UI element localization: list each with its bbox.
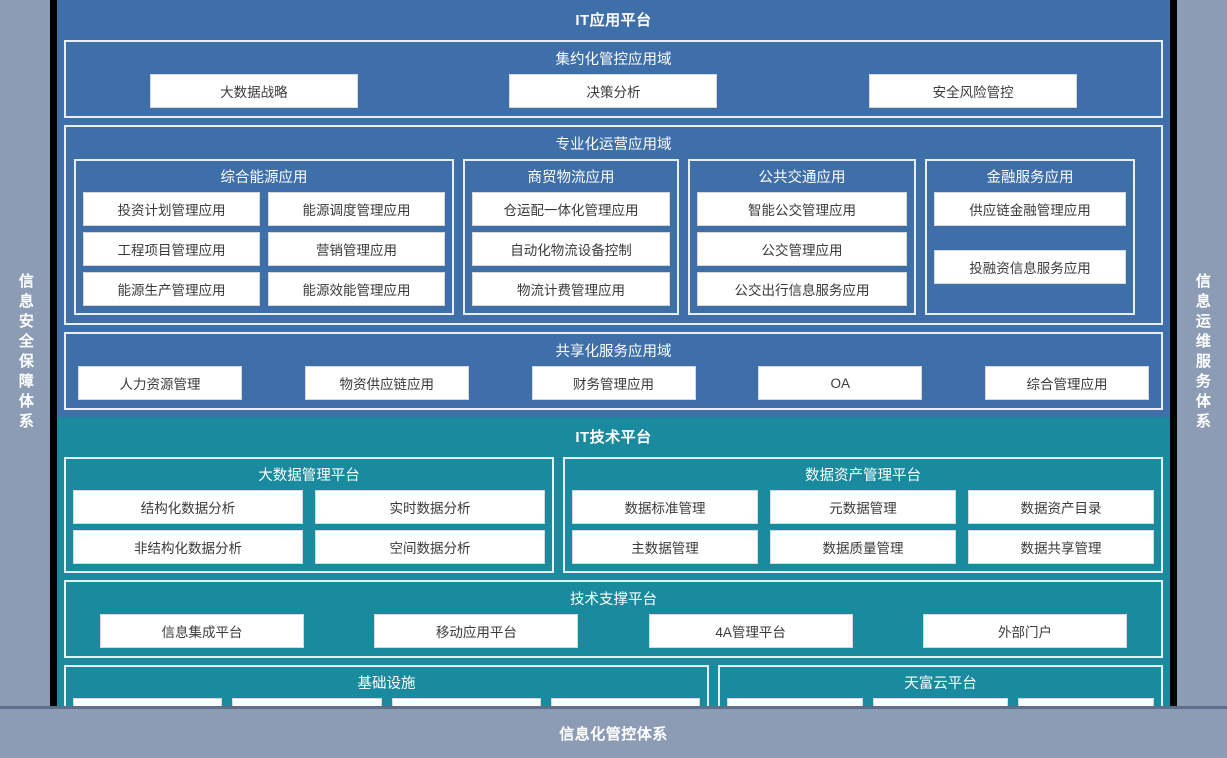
chip-4a-mgmt-platform[interactable]: 4A管理平台 <box>648 614 853 648</box>
chip-material-supply-chain[interactable]: 物资供应链应用 <box>304 366 469 400</box>
domain-shared-services: 共享化服务应用域 人力资源管理 物资供应链应用 财务管理应用 OA 综合管理应用 <box>64 332 1163 410</box>
chip-information-integration-platform[interactable]: 信息集成平台 <box>100 614 304 648</box>
chip-logistics-billing-mgmt[interactable]: 物流计费管理应用 <box>472 272 670 306</box>
group-row: 数据标准管理 元数据管理 数据资产目录 <box>572 490 1154 524</box>
group-row: 非结构化数据分析 空间数据分析 <box>73 530 545 564</box>
bottom-bar-label: 信息化管控体系 <box>559 726 668 743</box>
chip-finance-mgmt[interactable]: 财务管理应用 <box>531 366 696 400</box>
chip-spatial-data-analysis[interactable]: 空间数据分析 <box>315 530 545 564</box>
group-financial-services-title: 金融服务应用 <box>986 170 1074 186</box>
group-trade-logistics: 商贸物流应用 仓运配一体化管理应用 自动化物流设备控制 物流计费管理应用 <box>463 159 679 315</box>
domain-intensive-control-title: 集约化管控应用域 <box>555 52 672 68</box>
chip-marketing-mgmt[interactable]: 营销管理应用 <box>268 232 445 266</box>
tech-support-items: 信息集成平台 移动应用平台 4A管理平台 外部门户 <box>74 614 1153 648</box>
chip-external-portal[interactable]: 外部门户 <box>922 614 1127 648</box>
group-row: 投融资信息服务应用 <box>934 250 1126 284</box>
group-data-asset-mgmt-platform: 数据资产管理平台 数据标准管理 元数据管理 数据资产目录 主数据管理 数据质量管… <box>563 457 1163 573</box>
domain-professional-operations-title: 专业化运营应用域 <box>555 137 672 153</box>
chip-investment-financing-info-service[interactable]: 投融资信息服务应用 <box>934 250 1126 284</box>
domain-intensive-control-items: 大数据战略 决策分析 安全风险管控 <box>74 74 1153 108</box>
chip-data-quality-mgmt[interactable]: 数据质量管理 <box>770 530 956 564</box>
it-application-platform-title: IT应用平台 <box>575 12 652 29</box>
chip-data-standard-mgmt[interactable]: 数据标准管理 <box>572 490 758 524</box>
group-row <box>934 232 1126 244</box>
chip-smart-bus-mgmt[interactable]: 智能公交管理应用 <box>697 192 907 226</box>
domain-shared-services-title: 共享化服务应用域 <box>555 344 672 360</box>
left-side-label-text: 信息安全保障体系 <box>16 273 34 433</box>
group-public-transit: 公共交通应用 智能公交管理应用 公交管理应用 公交出行信息服务应用 <box>688 159 916 315</box>
group-row: 智能公交管理应用 <box>697 192 907 226</box>
group-row: 公交管理应用 <box>697 232 907 266</box>
group-public-transit-title: 公共交通应用 <box>758 170 846 186</box>
chip-oa[interactable]: OA <box>758 366 923 400</box>
chip-bus-travel-info-service[interactable]: 公交出行信息服务应用 <box>697 272 907 306</box>
chip-supply-chain-finance-mgmt[interactable]: 供应链金融管理应用 <box>934 192 1126 226</box>
right-side-label-text: 信息运维服务体系 <box>1193 273 1211 433</box>
tech-groups-row-1: 大数据管理平台 结构化数据分析 实时数据分析 非结构化数据分析 空间数据分析 <box>64 457 1163 573</box>
chip-integrated-mgmt[interactable]: 综合管理应用 <box>985 366 1149 400</box>
chip-security-risk-control[interactable]: 安全风险管控 <box>869 74 1078 108</box>
chip-hr-mgmt[interactable]: 人力资源管理 <box>78 366 242 400</box>
chip-bus-mgmt[interactable]: 公交管理应用 <box>697 232 907 266</box>
group-big-data-mgmt-platform-title: 大数据管理平台 <box>258 468 360 484</box>
group-row: 物流计费管理应用 <box>472 272 670 306</box>
right-side-label: 信息运维服务体系 <box>1177 0 1227 706</box>
chip-data-sharing-mgmt[interactable]: 数据共享管理 <box>968 530 1154 564</box>
center-column: IT应用平台 集约化管控应用域 大数据战略 决策分析 安全风险管控 专业化运营应… <box>50 0 1177 758</box>
left-side-label: 信息安全保障体系 <box>0 0 50 706</box>
domain-professional-operations: 专业化运营应用域 综合能源应用 投资计划管理应用 能源调度管理应用 工程项目管理… <box>64 125 1163 325</box>
group-data-asset-mgmt-platform-title: 数据资产管理平台 <box>805 468 921 484</box>
group-tianfu-cloud-platform-title: 天富云平台 <box>904 676 977 692</box>
chip-decision-analysis[interactable]: 决策分析 <box>509 74 718 108</box>
it-application-platform: IT应用平台 集约化管控应用域 大数据战略 决策分析 安全风险管控 专业化运营应… <box>57 0 1170 417</box>
chip-structured-data-analysis[interactable]: 结构化数据分析 <box>73 490 303 524</box>
chip-automated-logistics-equipment[interactable]: 自动化物流设备控制 <box>472 232 670 266</box>
chip-engineering-project-mgmt[interactable]: 工程项目管理应用 <box>83 232 260 266</box>
chip-realtime-data-analysis[interactable]: 实时数据分析 <box>315 490 545 524</box>
domain-tech-support-platform-title: 技术支撑平台 <box>570 592 657 608</box>
group-row: 投资计划管理应用 能源调度管理应用 <box>83 192 445 226</box>
bottom-bar: 信息化管控体系 <box>0 706 1227 758</box>
chip-investment-plan-mgmt[interactable]: 投资计划管理应用 <box>83 192 260 226</box>
group-big-data-mgmt-platform: 大数据管理平台 结构化数据分析 实时数据分析 非结构化数据分析 空间数据分析 <box>64 457 554 573</box>
group-row: 供应链金融管理应用 <box>934 192 1126 226</box>
group-infrastructure-title: 基础设施 <box>357 676 416 692</box>
it-technology-platform-title: IT技术平台 <box>575 429 652 446</box>
chip-warehouse-transport-integration[interactable]: 仓运配一体化管理应用 <box>472 192 670 226</box>
chip-unstructured-data-analysis[interactable]: 非结构化数据分析 <box>73 530 303 564</box>
group-integrated-energy-title: 综合能源应用 <box>220 170 308 186</box>
group-row: 结构化数据分析 实时数据分析 <box>73 490 545 524</box>
group-row: 能源生产管理应用 能源效能管理应用 <box>83 272 445 306</box>
chip-energy-dispatch-mgmt[interactable]: 能源调度管理应用 <box>268 192 445 226</box>
domain-tech-support-platform: 技术支撑平台 信息集成平台 移动应用平台 4A管理平台 外部门户 <box>64 580 1163 658</box>
domain-intensive-control: 集约化管控应用域 大数据战略 决策分析 安全风险管控 <box>64 40 1163 118</box>
group-row: 仓运配一体化管理应用 <box>472 192 670 226</box>
domain-shared-services-items: 人力资源管理 物资供应链应用 财务管理应用 OA 综合管理应用 <box>74 366 1153 400</box>
group-row: 工程项目管理应用 营销管理应用 <box>83 232 445 266</box>
professional-operations-groups: 综合能源应用 投资计划管理应用 能源调度管理应用 工程项目管理应用 营销管理应用 <box>74 159 1153 315</box>
chip-master-data-mgmt[interactable]: 主数据管理 <box>572 530 758 564</box>
group-integrated-energy: 综合能源应用 投资计划管理应用 能源调度管理应用 工程项目管理应用 营销管理应用 <box>74 159 454 315</box>
chip-data-asset-catalog[interactable]: 数据资产目录 <box>968 490 1154 524</box>
chip-big-data-strategy[interactable]: 大数据战略 <box>149 74 358 108</box>
chip-mobile-application-platform[interactable]: 移动应用平台 <box>374 614 579 648</box>
group-trade-logistics-title: 商贸物流应用 <box>527 170 615 186</box>
chip-placeholder-empty <box>934 232 1126 244</box>
group-row: 公交出行信息服务应用 <box>697 272 907 306</box>
group-financial-services: 金融服务应用 供应链金融管理应用 投融资信息服务应用 <box>925 159 1135 315</box>
chip-energy-production-mgmt[interactable]: 能源生产管理应用 <box>83 272 260 306</box>
group-row: 主数据管理 数据质量管理 数据共享管理 <box>572 530 1154 564</box>
group-row: 自动化物流设备控制 <box>472 232 670 266</box>
chip-metadata-mgmt[interactable]: 元数据管理 <box>770 490 956 524</box>
chip-energy-efficiency-mgmt[interactable]: 能源效能管理应用 <box>268 272 445 306</box>
